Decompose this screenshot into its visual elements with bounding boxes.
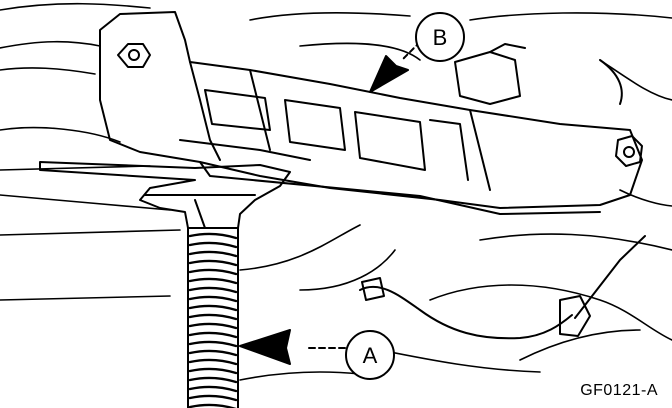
thread-ridge bbox=[188, 259, 238, 267]
thread-ridge bbox=[188, 376, 238, 384]
figure-reference-code: GF0121-A bbox=[580, 382, 658, 399]
thread-ridge bbox=[188, 358, 238, 366]
callout-a-label: A bbox=[363, 343, 378, 368]
thread-ridge bbox=[188, 232, 238, 240]
thread-ridge bbox=[188, 277, 238, 285]
thread-ridge bbox=[188, 268, 238, 276]
background-underbody bbox=[0, 2, 672, 381]
thread-ridge bbox=[188, 322, 238, 330]
thread-ridge bbox=[188, 313, 238, 321]
thread-ridge bbox=[188, 385, 238, 393]
thread-ridge bbox=[188, 394, 238, 402]
frame-crossmember bbox=[99, 11, 643, 215]
arrow-a bbox=[239, 329, 346, 365]
jack-screw-post bbox=[187, 227, 239, 408]
arrow-b bbox=[369, 41, 421, 93]
thread-ridge bbox=[188, 286, 238, 294]
thread-ridge bbox=[188, 331, 238, 339]
jack-screw-threads bbox=[188, 232, 238, 408]
brake-line bbox=[359, 235, 646, 340]
frame-bolt-left bbox=[117, 43, 151, 68]
thread-ridge bbox=[188, 349, 238, 357]
thread-ridge bbox=[188, 295, 238, 303]
frame-bolt-right bbox=[615, 135, 643, 167]
callout-b-circle bbox=[415, 12, 465, 62]
jack-saddle bbox=[39, 161, 291, 229]
thread-ridge bbox=[188, 304, 238, 312]
upper-component bbox=[454, 43, 623, 105]
thread-ridge bbox=[188, 250, 238, 258]
callout-b-label: B bbox=[433, 25, 448, 50]
thread-ridge bbox=[188, 241, 238, 249]
callout-a-circle bbox=[345, 330, 395, 380]
thread-ridge bbox=[188, 367, 238, 375]
thread-ridge bbox=[188, 340, 238, 348]
